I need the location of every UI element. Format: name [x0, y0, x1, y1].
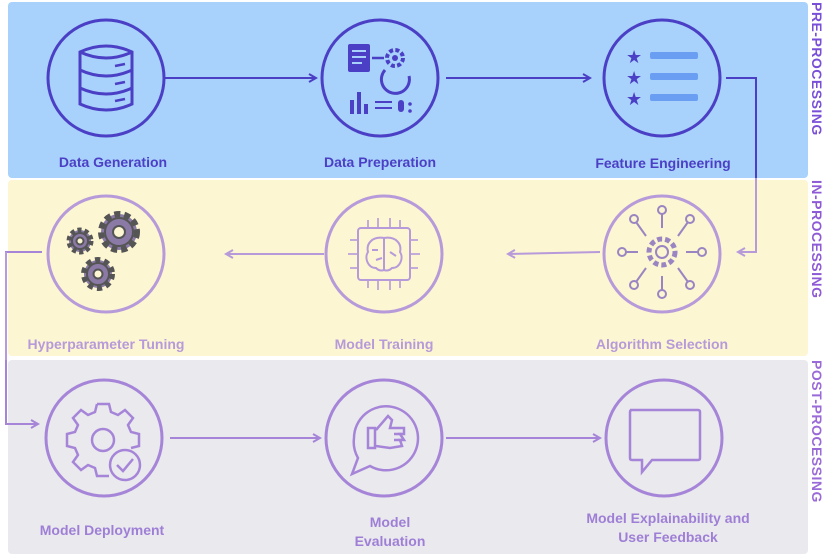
label-model-deployment: Model Deployment: [39, 522, 165, 538]
node-hyperparameter-tuning: [46, 194, 166, 314]
node-data-generation: [46, 18, 166, 138]
label-model-evaluation: Model Evaluation: [290, 513, 490, 551]
label-model-training: Model Training: [334, 336, 434, 352]
node-data-preperation: [320, 18, 440, 138]
connector-arrows: [5, 78, 757, 438]
svg-text:★: ★: [626, 47, 642, 68]
label-explainability-feedback: Model Explainability and User Feedback: [568, 509, 768, 547]
speech-bubble-icon: [628, 408, 702, 476]
node-explainability-feedback: [604, 378, 724, 498]
node-model-evaluation: [324, 378, 444, 498]
brain-chip-icon: [348, 218, 420, 290]
stage-title-in-processing: IN-PROCESSING: [809, 180, 825, 299]
gear-check-icon: [65, 402, 142, 482]
node-model-deployment: [44, 378, 164, 498]
label-feature-engineering: Feature Engineering: [595, 155, 731, 171]
node-model-training: [324, 194, 444, 314]
svg-text:★: ★: [626, 68, 642, 89]
arrow-algorithm-to-training: [508, 252, 601, 254]
node-feature-engineering: ★ ★ ★: [602, 18, 722, 138]
label-data-generation: Data Generation: [58, 154, 168, 170]
label-explainability-line2: User Feedback: [618, 529, 718, 545]
arrow-feature-to-algorithm: [738, 178, 757, 252]
stage-title-post-processing: POST-PROCESSING: [809, 360, 825, 503]
star-list-icon: ★ ★ ★: [626, 47, 698, 110]
stage-title-pre-processing: PRE-PROCESSING: [809, 2, 825, 136]
thumbs-up-icon: [349, 405, 420, 477]
database-icon: [78, 44, 134, 112]
svg-text:★: ★: [626, 89, 642, 110]
gears-icon: [66, 211, 140, 291]
label-hyperparameter-tuning: Hyperparameter Tuning: [27, 336, 185, 352]
gear-network-icon: [617, 205, 707, 299]
label-algorithm-selection: Algorithm Selection: [595, 336, 729, 352]
node-algorithm-selection: [602, 194, 722, 314]
label-explainability-line1: Model Explainability and: [586, 510, 750, 526]
label-data-preperation: Data Preperation: [323, 154, 437, 170]
label-model-evaluation-line1: Model: [369, 514, 411, 530]
label-model-evaluation-line2: Evaluation: [354, 533, 426, 549]
data-analytics-icon: [348, 44, 412, 114]
